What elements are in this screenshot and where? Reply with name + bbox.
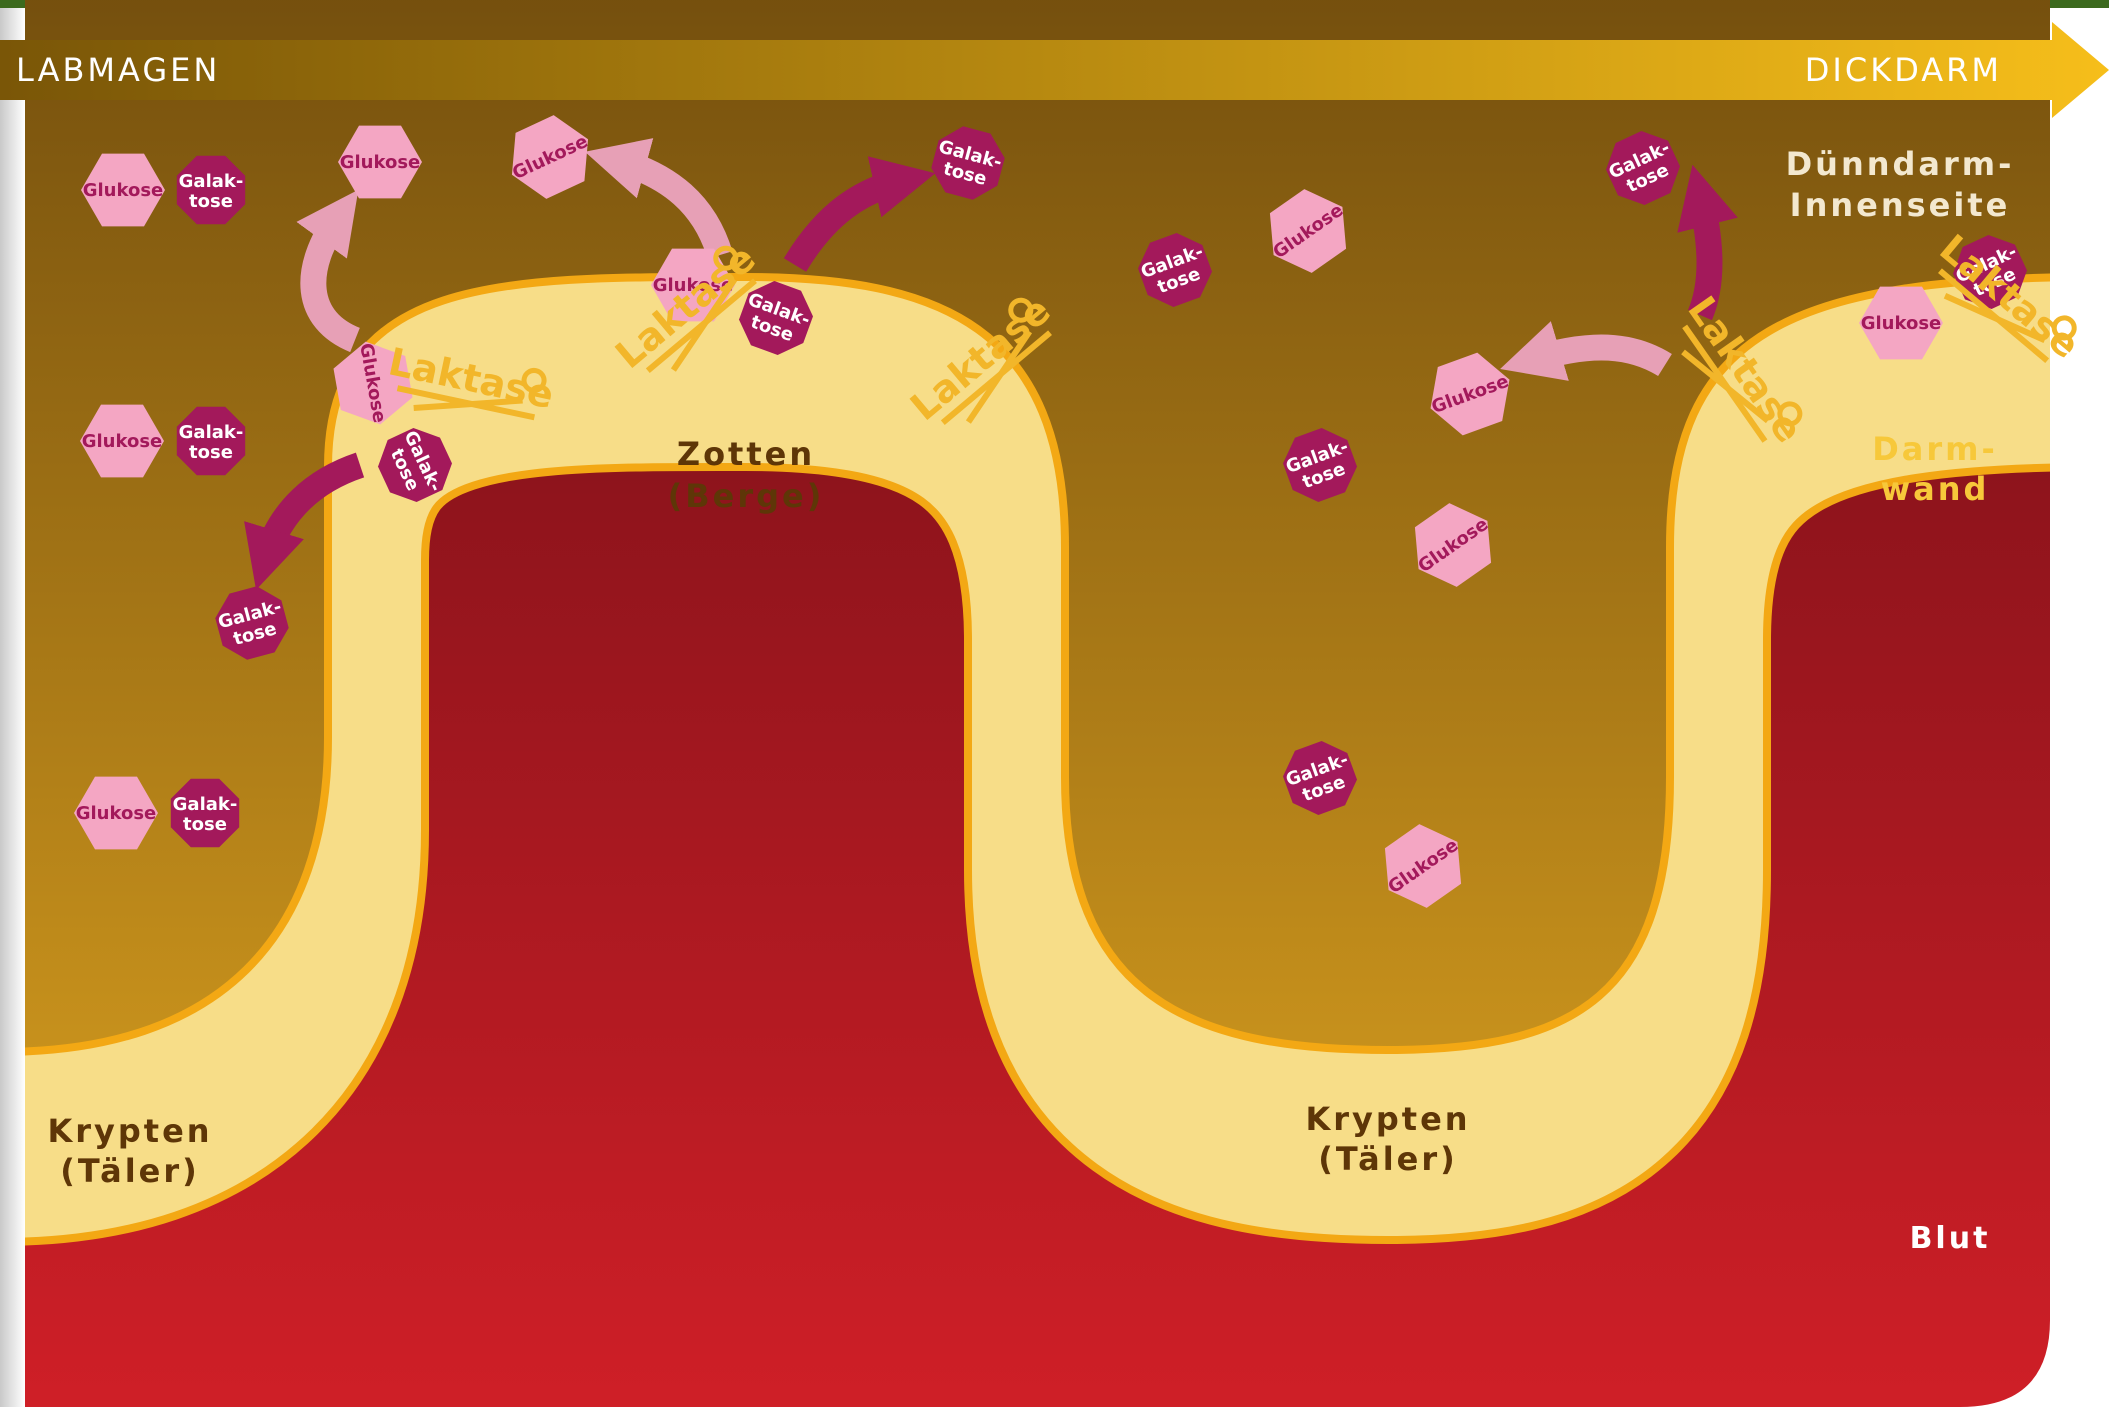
glucose-label: Glukose [1861, 313, 1942, 334]
galactose-label-line2: tose [189, 191, 233, 212]
glucose-label: Glukose [76, 803, 157, 824]
galactose-label-line1: Galak- [179, 422, 244, 443]
galactose-label-line2: tose [183, 814, 227, 835]
wall-label-line2: wand [1881, 470, 1990, 508]
galactose-molecule: Galak-tose [171, 779, 239, 847]
lumen-label-line1: Dünndarm- [1786, 145, 2015, 183]
glucose-label: Glukose [83, 180, 164, 201]
crypt-left-label-line1: Krypten [47, 1112, 212, 1150]
crypt-right-label-line2: (Täler) [1318, 1140, 1458, 1178]
lumen-label-line2: Innenseite [1790, 186, 2011, 224]
galactose-label-line1: Galak- [173, 794, 238, 815]
galactose-molecule: Galak-tose [177, 407, 245, 475]
glucose-label: Glukose [82, 431, 163, 452]
galactose-label-line2: tose [189, 442, 233, 463]
glucose-label: Glukose [340, 152, 421, 173]
crypt-right-label-line1: Krypten [1305, 1100, 1470, 1138]
galactose-molecule: Galak-tose [177, 156, 245, 224]
header-right-label: DICKDARM [1805, 51, 2002, 89]
wall-label-line1: Darm- [1872, 430, 1998, 468]
villi-label-line1: Zotten [677, 435, 815, 473]
blood-label: Blut [1910, 1221, 1991, 1256]
header-left-label: LABMAGEN [16, 51, 220, 89]
villi-label-line2: (Berge) [668, 477, 825, 515]
galactose-label-line1: Galak- [179, 171, 244, 192]
left-edge-shading [0, 0, 25, 1407]
crypt-left-label-line2: (Täler) [60, 1152, 200, 1190]
